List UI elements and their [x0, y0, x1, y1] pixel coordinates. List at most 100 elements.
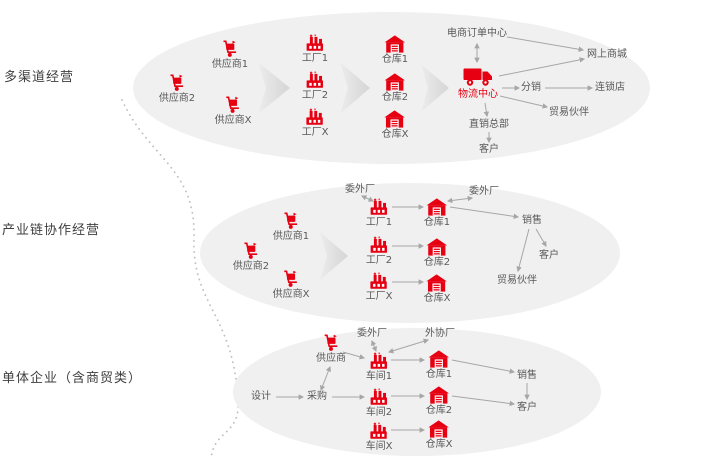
factory-icon: [368, 198, 390, 216]
d3-warehouseX-label: 仓库X: [425, 439, 453, 450]
d3-workshopX: 车间X: [365, 422, 393, 453]
d1-logistics-center-label: 物流中心: [458, 89, 498, 100]
d3-procurement: 采购: [307, 391, 327, 402]
d2-outsourced-factory-left: 委外厂: [345, 184, 375, 195]
d1-warehouse1: 仓库1: [382, 35, 408, 66]
d3-warehouse2-label: 仓库2: [425, 405, 453, 416]
d1-warehouse2-label: 仓库2: [381, 92, 409, 103]
d1-factory2: 工厂2: [302, 71, 328, 102]
d3-design: 设计: [251, 391, 271, 402]
d3-workshop1-label: 车间1: [365, 371, 393, 382]
d2-supplierX: 供应商X: [272, 270, 310, 301]
d3-supplier-label: 供应商: [316, 353, 346, 364]
hand-truck-icon: [168, 74, 186, 92]
ellipse-single-enterprise: [233, 328, 601, 456]
hand-truck-icon: [282, 212, 300, 230]
d3-warehouseX: 仓库X: [425, 420, 453, 451]
warehouse-icon: [426, 198, 448, 216]
d2-factoryX-label: 工厂X: [365, 291, 393, 302]
d1-factory1-label: 工厂1: [301, 53, 329, 64]
d1-distribution: 分销: [521, 82, 541, 93]
d1-warehouseX-label: 仓库X: [381, 129, 409, 140]
d1-direct-sales-hq: 直销总部: [469, 119, 509, 130]
d2-warehouseX-label: 仓库X: [423, 293, 451, 304]
hand-truck-icon: [242, 242, 260, 260]
warehouse-icon: [428, 420, 450, 438]
d3-outsourced-factory: 委外厂: [357, 328, 387, 339]
d1-supplier2: 供应商2: [159, 74, 195, 105]
d1-warehouse1-label: 仓库1: [381, 54, 409, 65]
d3-workshop2: 车间2: [366, 388, 392, 419]
warehouse-icon: [384, 110, 406, 128]
factory-icon: [368, 422, 390, 440]
d2-supplier2: 供应商2: [233, 242, 269, 273]
d1-factoryX-label: 工厂X: [301, 127, 329, 138]
factory-icon: [368, 236, 390, 254]
warehouse-icon: [426, 238, 448, 256]
hand-truck-icon: [221, 40, 239, 58]
d3-workshopX-label: 车间X: [365, 441, 393, 452]
d2-supplier1: 供应商1: [273, 212, 309, 243]
ellipse-industry-chain: [200, 183, 620, 323]
hand-truck-icon: [282, 270, 300, 288]
d1-warehouseX: 仓库X: [381, 110, 409, 141]
d2-factory2: 工厂2: [366, 236, 392, 267]
d3-warehouse1-label: 仓库1: [425, 369, 453, 380]
d3-workshop1: 车间1: [366, 352, 392, 383]
d3-workshop2-label: 车间2: [365, 407, 393, 418]
d2-supplier1-label: 供应商1: [272, 231, 310, 242]
d2-warehouseX: 仓库X: [423, 274, 451, 305]
d3-sales: 销售: [517, 370, 537, 381]
d2-factoryX: 工厂X: [365, 272, 393, 303]
row-label-industry-chain: 产业链协作经营: [2, 223, 101, 238]
d2-customer: 客户: [539, 250, 559, 261]
d2-warehouse2-label: 仓库2: [423, 257, 451, 268]
d1-supplierX-label: 供应商X: [214, 115, 252, 126]
d2-warehouse2: 仓库2: [424, 238, 450, 269]
d1-ecommerce-order-center: 电商订单中心: [447, 28, 507, 39]
d1-trade-partner: 贸易伙伴: [549, 107, 589, 118]
d2-supplierX-label: 供应商X: [272, 289, 310, 300]
warehouse-icon: [428, 350, 450, 368]
delivery-truck-icon: [463, 66, 493, 88]
warehouse-icon: [384, 73, 406, 91]
d3-warehouse1: 仓库1: [426, 350, 452, 381]
d2-outsourced-factory-right: 委外厂: [469, 186, 499, 197]
d1-supplier1-label: 供应商1: [211, 59, 249, 70]
factory-icon: [368, 388, 390, 406]
d1-factory1: 工厂1: [302, 34, 328, 65]
d3-external-factory: 外协厂: [425, 328, 455, 339]
d2-sales: 销售: [522, 215, 542, 226]
d1-factory2-label: 工厂2: [301, 90, 329, 101]
d1-logistics-center: 物流中心: [458, 66, 498, 101]
d1-factoryX: 工厂X: [301, 108, 329, 139]
row-label-single-enterprise: 单体企业（含商贸类）: [2, 371, 143, 386]
d2-factory2-label: 工厂2: [365, 255, 393, 266]
warehouse-icon: [426, 274, 448, 292]
d2-trade-partner: 贸易伙伴: [497, 275, 537, 286]
factory-icon: [368, 352, 390, 370]
d2-factory1: 工厂1: [366, 198, 392, 229]
d1-customer: 客户: [479, 144, 499, 155]
d1-supplier1: 供应商1: [212, 40, 248, 71]
d2-supplier2-label: 供应商2: [232, 261, 270, 272]
d1-warehouse2: 仓库2: [382, 73, 408, 104]
d2-warehouse1-label: 仓库1: [423, 217, 451, 228]
factory-icon: [304, 34, 326, 52]
d3-customer: 客户: [517, 402, 537, 413]
warehouse-icon: [428, 386, 450, 404]
d2-warehouse1: 仓库1: [424, 198, 450, 229]
factory-icon: [368, 272, 390, 290]
d1-supplier2-label: 供应商2: [158, 93, 196, 104]
d2-factory1-label: 工厂1: [365, 217, 393, 228]
d1-chain-store: 连锁店: [595, 82, 625, 93]
d1-online-mall: 网上商城: [587, 49, 627, 60]
d3-warehouse2: 仓库2: [426, 386, 452, 417]
d1-supplierX: 供应商X: [214, 96, 252, 127]
hand-truck-icon: [322, 334, 340, 352]
row-label-multi-channel: 多渠道经营: [4, 70, 75, 85]
factory-icon: [304, 71, 326, 89]
warehouse-icon: [384, 35, 406, 53]
factory-icon: [304, 108, 326, 126]
